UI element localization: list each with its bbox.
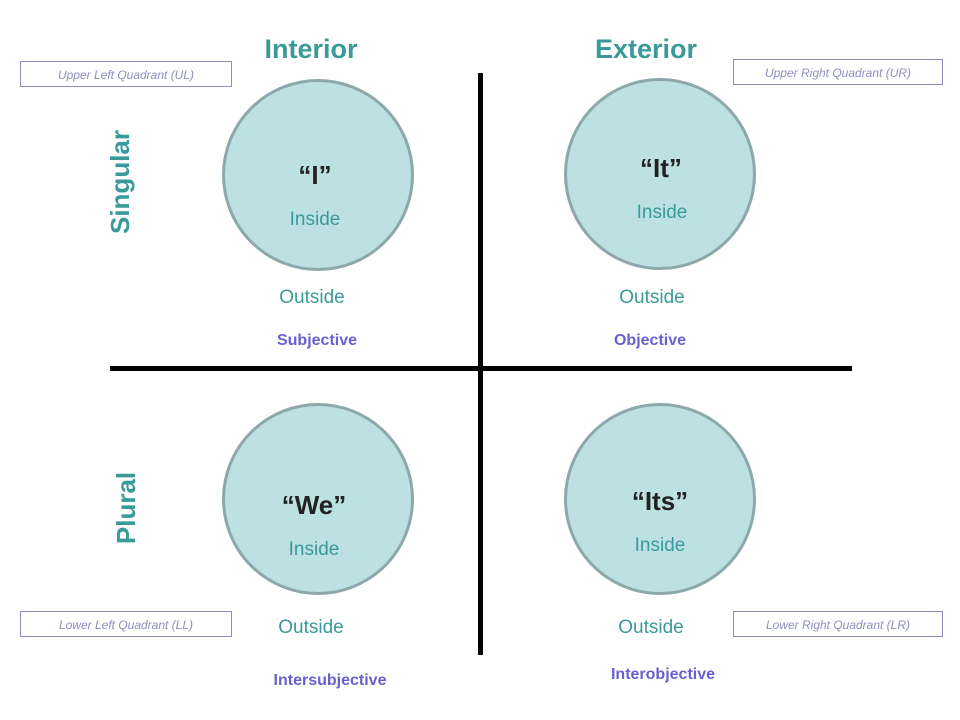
perspective-ul: Subjective: [276, 332, 358, 349]
horizontal-axis-line: [110, 366, 852, 371]
perspective-lr: Interobjective: [610, 666, 716, 683]
quadrant-box-ul: Upper Left Quadrant (UL): [20, 61, 232, 87]
inside-label-lr: Inside: [634, 535, 686, 556]
header-interior: Interior: [264, 34, 358, 64]
circle-ur: [564, 78, 756, 270]
perspective-ur: Objective: [613, 332, 687, 349]
outside-label-ur: Outside: [619, 287, 685, 308]
outside-label-ul: Outside: [279, 287, 345, 308]
row-label-plural: Plural: [111, 471, 141, 545]
pronoun-lr: “Its”: [631, 486, 689, 516]
perspective-ll: Intersubjective: [273, 672, 387, 689]
vertical-axis-line: [478, 73, 483, 655]
pronoun-ll: “We”: [281, 490, 347, 520]
quadrant-box-ll: Lower Left Quadrant (LL): [20, 611, 232, 637]
circle-ll: [222, 403, 414, 595]
pronoun-ur: “It”: [640, 153, 682, 183]
quadrant-box-lr: Lower Right Quadrant (LR): [733, 611, 943, 637]
outside-label-lr: Outside: [618, 617, 684, 638]
row-label-singular: Singular: [105, 130, 135, 235]
pronoun-ul: “I”: [298, 160, 332, 190]
inside-label-ll: Inside: [288, 539, 340, 560]
circle-ul: [222, 79, 414, 271]
circle-lr: [564, 403, 756, 595]
inside-label-ul: Inside: [289, 209, 341, 230]
quadrant-box-ur: Upper Right Quadrant (UR): [733, 59, 943, 85]
header-exterior: Exterior: [594, 34, 698, 64]
inside-label-ur: Inside: [636, 202, 688, 223]
outside-label-ll: Outside: [278, 617, 344, 638]
